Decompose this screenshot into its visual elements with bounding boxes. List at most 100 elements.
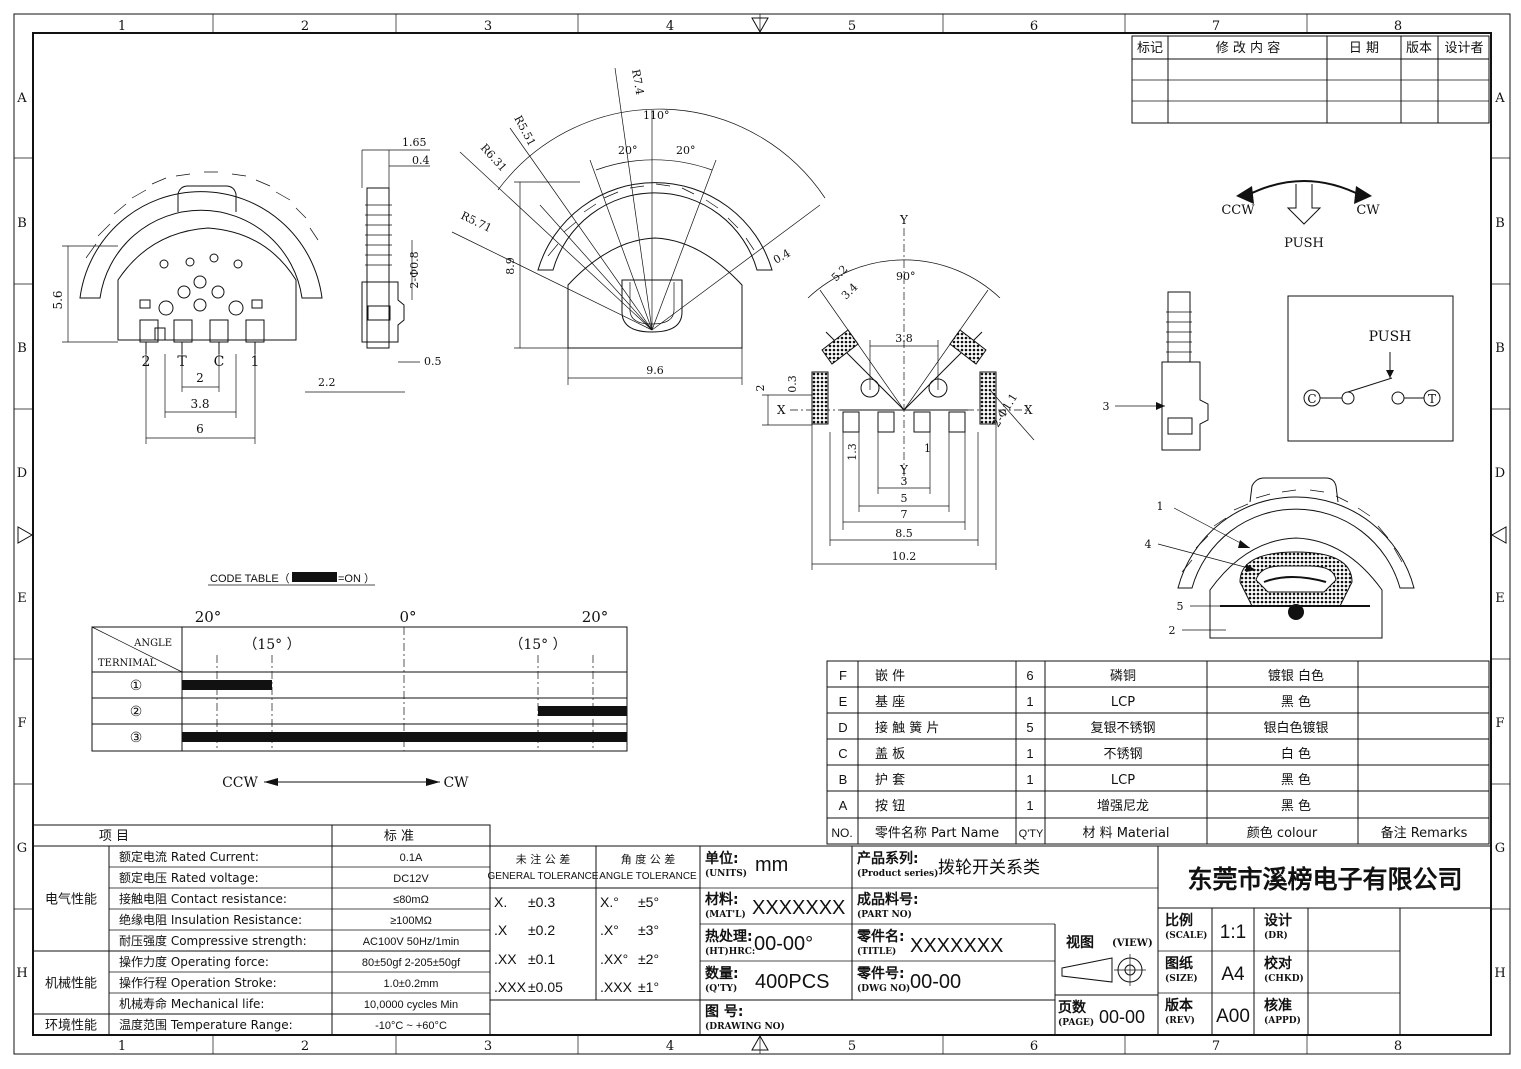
revision-table: 标记 修 改 内 容 日 期 版本 设计者 xyxy=(1131,35,1490,124)
tol-angle-value: ±1° xyxy=(638,979,659,995)
zone-top-4: 4 xyxy=(666,19,674,34)
parts-header-material: 材 料 Material xyxy=(1082,826,1169,841)
spec-value: ≥100MΩ xyxy=(390,915,432,927)
schematic-t: T xyxy=(1428,392,1436,406)
tol-general-en: GENERAL TOLERANCE xyxy=(488,871,599,882)
heat-treatment-label-cn: 热处理: xyxy=(705,928,753,945)
zone-bottom-6: 6 xyxy=(1030,1039,1038,1054)
dim-side-top: 1.65 xyxy=(402,136,427,149)
quantity-label-cn: 数量: xyxy=(705,965,739,982)
dim-angle-left: 20° xyxy=(618,144,638,157)
dim-2: 2 xyxy=(754,385,767,392)
dim-r571: R5.71 xyxy=(459,209,494,235)
tol-general-key: .X xyxy=(494,922,508,938)
zone-right-5: F xyxy=(1495,716,1504,731)
part-material: LCP xyxy=(1111,773,1135,788)
title-label-en: (TITLE) xyxy=(857,946,896,957)
zone-right-6: G xyxy=(1495,841,1505,856)
dim-90: 90° xyxy=(896,270,916,283)
rev-header-date: 日 期 xyxy=(1349,41,1379,56)
rev-header-content: 修 改 内 容 xyxy=(1216,40,1280,56)
spec-value: DC12V xyxy=(393,873,429,885)
callout-3: 3 xyxy=(1103,400,1110,413)
code-bar-terminal-1 xyxy=(182,680,272,690)
spec-item: 额定电压 Rated voltage: xyxy=(119,870,259,885)
part-no-label-en: (PART NO) xyxy=(857,909,912,920)
tol-general-value: ±0.3 xyxy=(528,894,555,910)
zone-right-4: E xyxy=(1495,591,1505,606)
terminal-row-3: ③ xyxy=(130,730,143,746)
dim-top-height: 8.9 xyxy=(504,257,517,275)
dim-width: 6 xyxy=(196,422,204,436)
angle-label-zero: 0° xyxy=(399,608,416,626)
spec-item: 耐压强度 Compressive strength: xyxy=(119,933,307,948)
checker-label-en: (CHKD) xyxy=(1264,973,1304,984)
view-label-en: (VIEW) xyxy=(1112,938,1153,949)
tol-angle-value: ±2° xyxy=(638,951,659,967)
spec-value: -10°C ~ +60°C xyxy=(375,1020,447,1032)
spec-group-name: 电气性能 xyxy=(45,892,97,908)
dim-03: 0.3 xyxy=(786,375,799,393)
spec-value: 0.1A xyxy=(400,852,423,864)
material-label-cn: 材料: xyxy=(705,891,739,908)
dim-span: 3.8 xyxy=(190,397,209,411)
rev-value: A00 xyxy=(1216,1006,1250,1027)
tol-general-key: .XX xyxy=(494,951,517,967)
axis-y-bottom: Y xyxy=(899,463,909,477)
page-label-en: (PAGE) xyxy=(1058,1017,1094,1028)
rev-header-designer: 设计者 xyxy=(1444,41,1483,56)
approver-label-cn: 核准 xyxy=(1264,997,1292,1014)
part-no: D xyxy=(838,720,847,735)
heat-treatment-label-en: (HT)HRC: xyxy=(705,946,755,957)
code-table-on: =ON ） xyxy=(338,572,375,585)
part-colour: 黑 色 xyxy=(1281,772,1311,788)
parts-header-qty: Q'TY xyxy=(1019,828,1044,840)
tol-general-value: ±0.05 xyxy=(528,979,563,995)
tol-angle-value: ±5° xyxy=(638,894,659,910)
side-view-2: 3 xyxy=(1103,291,1209,451)
part-qty: 5 xyxy=(1026,720,1033,735)
zone-bottom-2: 2 xyxy=(301,1039,309,1054)
scale-value: 1:1 xyxy=(1220,922,1246,943)
part-material: 磷铜 xyxy=(1110,669,1136,684)
part-qty: 1 xyxy=(1026,694,1033,709)
zone-top-1: 1 xyxy=(118,19,126,34)
size-label-en: (SIZE) xyxy=(1165,973,1198,984)
spec-value: 1.0±0.2mm xyxy=(384,978,439,990)
heat-treatment-value: 00-00° xyxy=(754,933,813,955)
header-angle: ANGLE xyxy=(133,638,172,649)
tol-angle-cn: 角 度 公 差 xyxy=(621,852,676,866)
dim-34: 3.4 xyxy=(839,281,861,303)
spec-header-std: 标 准 xyxy=(384,829,414,844)
dim-5: 5 xyxy=(901,492,908,505)
terminal-row-2: ② xyxy=(130,704,143,720)
motion-push: PUSH xyxy=(1284,236,1324,251)
part-qty: 1 xyxy=(1026,798,1033,813)
dwg-no-label-en: (DWG NO) xyxy=(857,983,910,994)
series-value: 拨轮开关系类 xyxy=(938,858,1040,878)
tol-general-value: ±0.2 xyxy=(528,922,555,938)
zone-right-2: B xyxy=(1495,341,1505,356)
sub-angle-right: （15° ） xyxy=(509,637,566,653)
rev-label-en: (REV) xyxy=(1165,1015,1195,1026)
spec-table: 项 目标 准电气性能额定电流 Rated Current:0.1A额定电压 Ra… xyxy=(32,824,491,1036)
dim-1: 1 xyxy=(924,442,931,455)
page-value: 00-00 xyxy=(1099,1007,1145,1027)
motion-symbol: CCW CW PUSH xyxy=(1221,180,1380,251)
dim-angle-110: 110° xyxy=(643,109,670,122)
part-material: 复银不锈钢 xyxy=(1090,721,1155,736)
tol-angle-key: X.° xyxy=(600,894,619,910)
tol-general-key: .XXX xyxy=(494,979,527,995)
units-label-cn: 单位: xyxy=(705,850,739,867)
dim-3: 3 xyxy=(901,475,908,488)
part-no: F xyxy=(839,668,847,683)
zone-left-0: A xyxy=(16,91,27,106)
zone-left-3: D xyxy=(17,466,27,481)
tol-angle-key: .XX° xyxy=(600,951,628,967)
part-colour: 黑 色 xyxy=(1281,798,1311,814)
spec-item: 绝缘电阻 Insulation Resistance: xyxy=(119,912,302,927)
axis-x-right: X xyxy=(1024,403,1033,417)
part-name: 接 触 簧 片 xyxy=(875,720,939,736)
